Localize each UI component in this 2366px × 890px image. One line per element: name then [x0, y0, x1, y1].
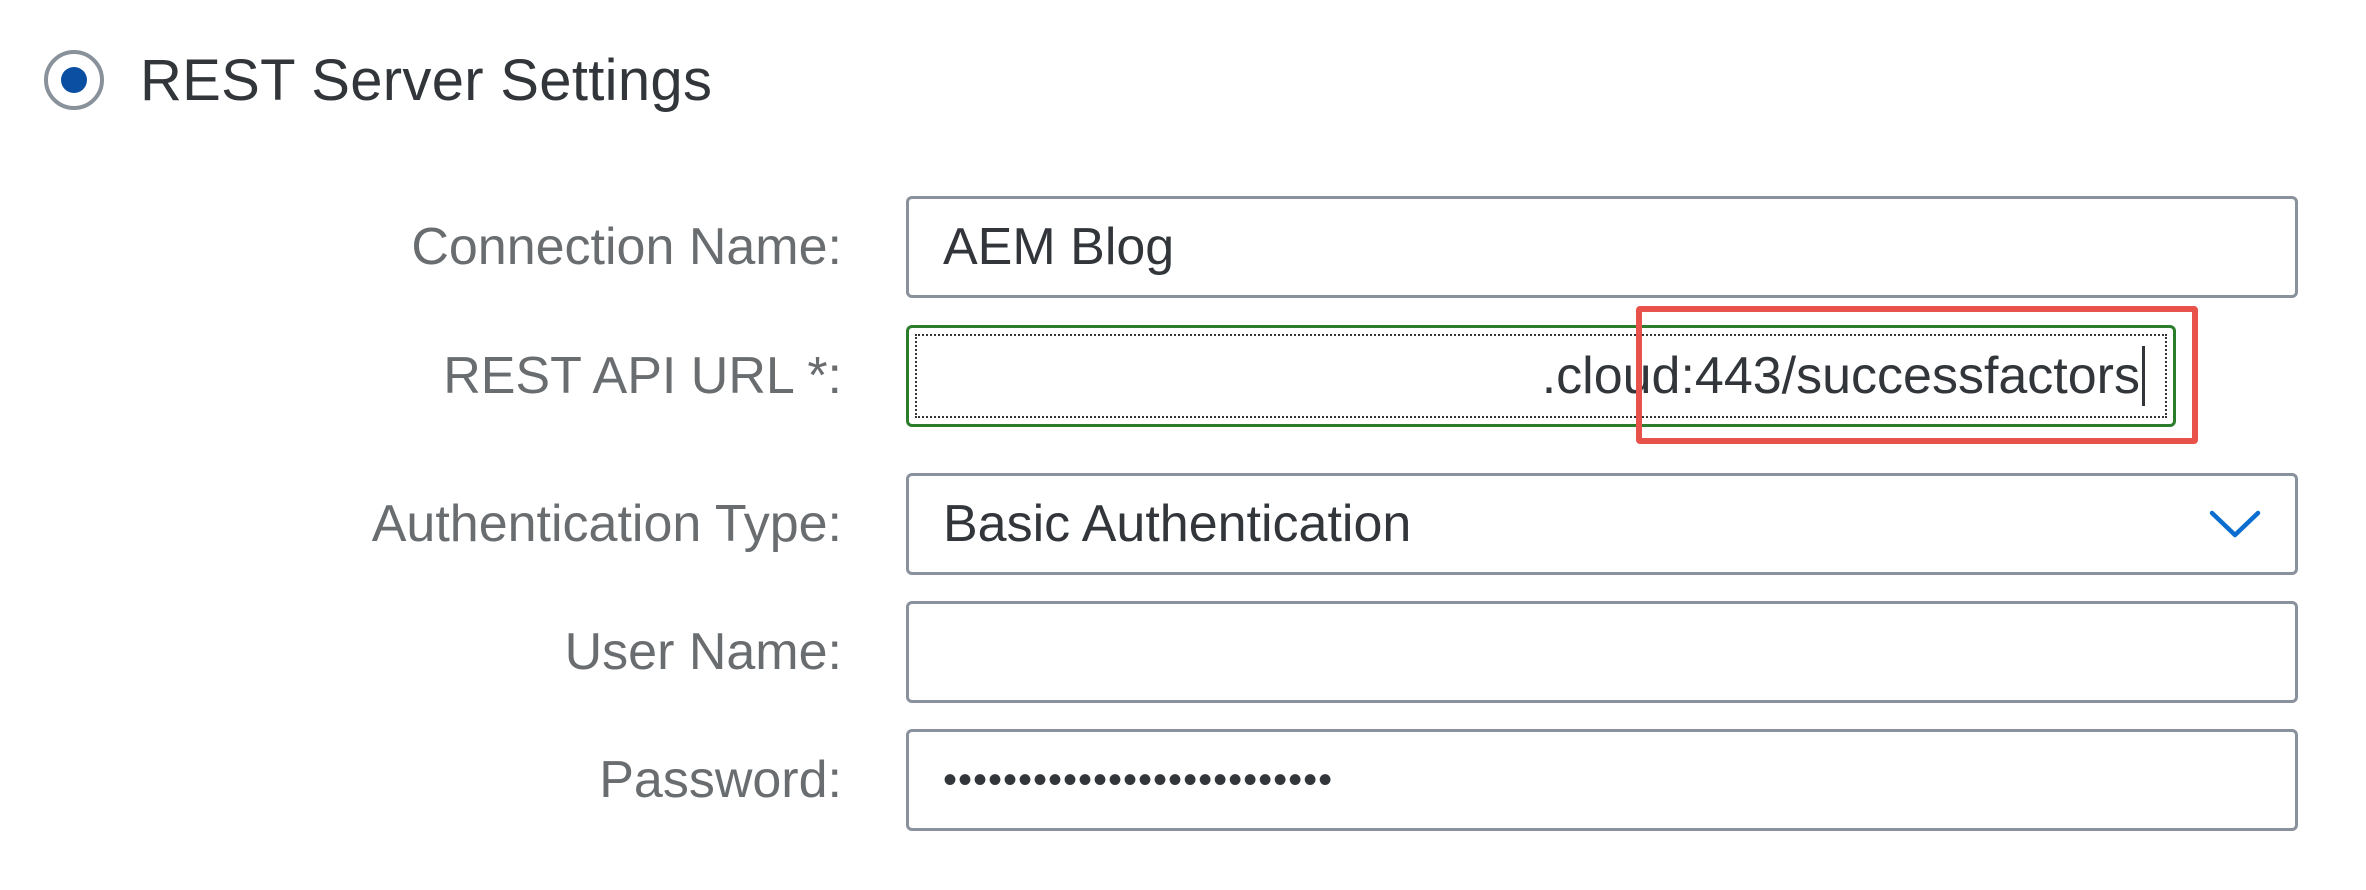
connection-name-row: Connection Name: AEM Blog: [0, 196, 2366, 298]
connection-name-value: AEM Blog: [943, 218, 1175, 276]
connection-name-label: Connection Name:: [411, 218, 842, 276]
text-cursor: [2142, 346, 2145, 406]
user-name-label: User Name:: [564, 623, 842, 681]
radio-selected-icon: [61, 67, 87, 93]
authentication-type-select[interactable]: Basic Authentication: [906, 473, 2298, 575]
rest-api-url-focus-ring: .cloud:443/successfactors: [915, 334, 2167, 418]
password-label: Password:: [599, 751, 842, 809]
rest-api-url-value: .cloud:443/successfactors: [1541, 347, 2140, 405]
user-name-row: User Name:: [0, 601, 2366, 703]
connection-name-input[interactable]: AEM Blog: [906, 196, 2298, 298]
section-title: REST Server Settings: [140, 47, 713, 113]
chevron-down-icon[interactable]: [2209, 509, 2261, 539]
password-row: Password: ••••••••••••••••••••••••••: [0, 729, 2366, 831]
rest-api-url-row: REST API URL *: .cloud:443/successfactor…: [0, 325, 2366, 427]
authentication-type-row: Authentication Type: Basic Authenticatio…: [0, 473, 2366, 575]
authentication-type-value: Basic Authentication: [943, 495, 1412, 553]
rest-server-settings-radio[interactable]: [44, 50, 104, 110]
password-value: ••••••••••••••••••••••••••: [943, 757, 1334, 802]
user-name-input[interactable]: [906, 601, 2298, 703]
rest-api-url-label: REST API URL *:: [443, 347, 842, 405]
authentication-type-label: Authentication Type:: [371, 495, 842, 553]
section-header: REST Server Settings: [44, 40, 712, 120]
password-input[interactable]: ••••••••••••••••••••••••••: [906, 729, 2298, 831]
rest-api-url-input[interactable]: .cloud:443/successfactors: [906, 325, 2176, 427]
